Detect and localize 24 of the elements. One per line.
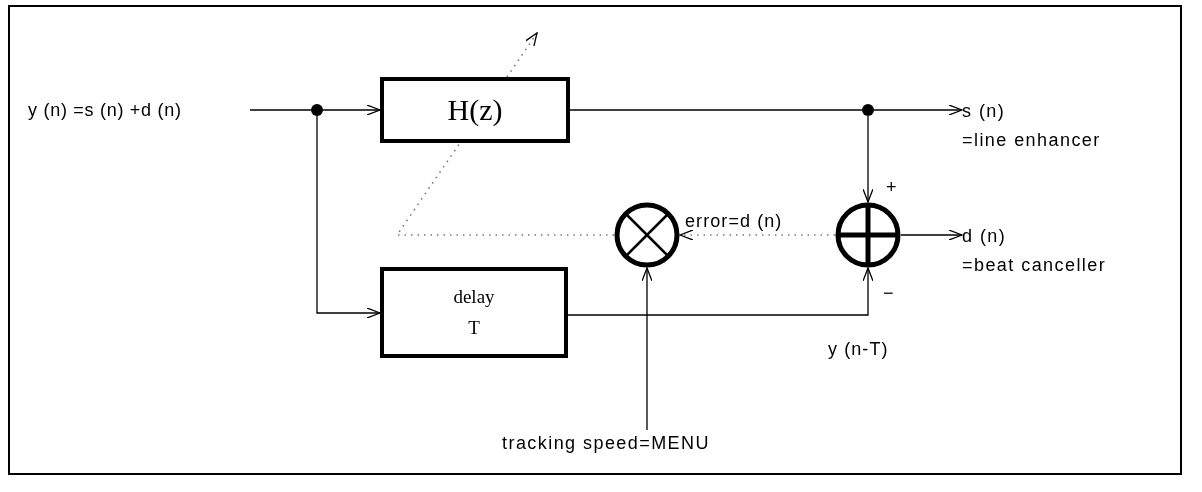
dotted-arrow [506,32,538,78]
junction-dot [311,104,323,116]
dotted-arrow [679,229,836,241]
junction-dot [862,104,874,116]
dotted-line [395,142,615,236]
output-label: d (n) =beat canceller [962,222,1172,280]
input-signal-label: y (n) =s (n) +d (n) [28,97,250,123]
control-label: tracking speed=MENU [502,430,792,456]
delay-box: delay T [380,267,568,358]
arrow [567,267,874,316]
sign-label: + [886,178,897,196]
filter-box: H(z) [380,77,570,143]
arrow [862,115,874,203]
arrow [641,267,653,431]
sign-label: − [883,284,894,302]
arrow [900,229,963,241]
output-label: s (n) =line enhancer [962,97,1162,155]
multiplier-circle [614,202,680,268]
connector-line [569,109,863,111]
connector-line [249,109,312,111]
arrow [316,115,381,319]
summing-junction [835,202,901,268]
arrow [873,104,963,116]
arrow [322,104,381,116]
